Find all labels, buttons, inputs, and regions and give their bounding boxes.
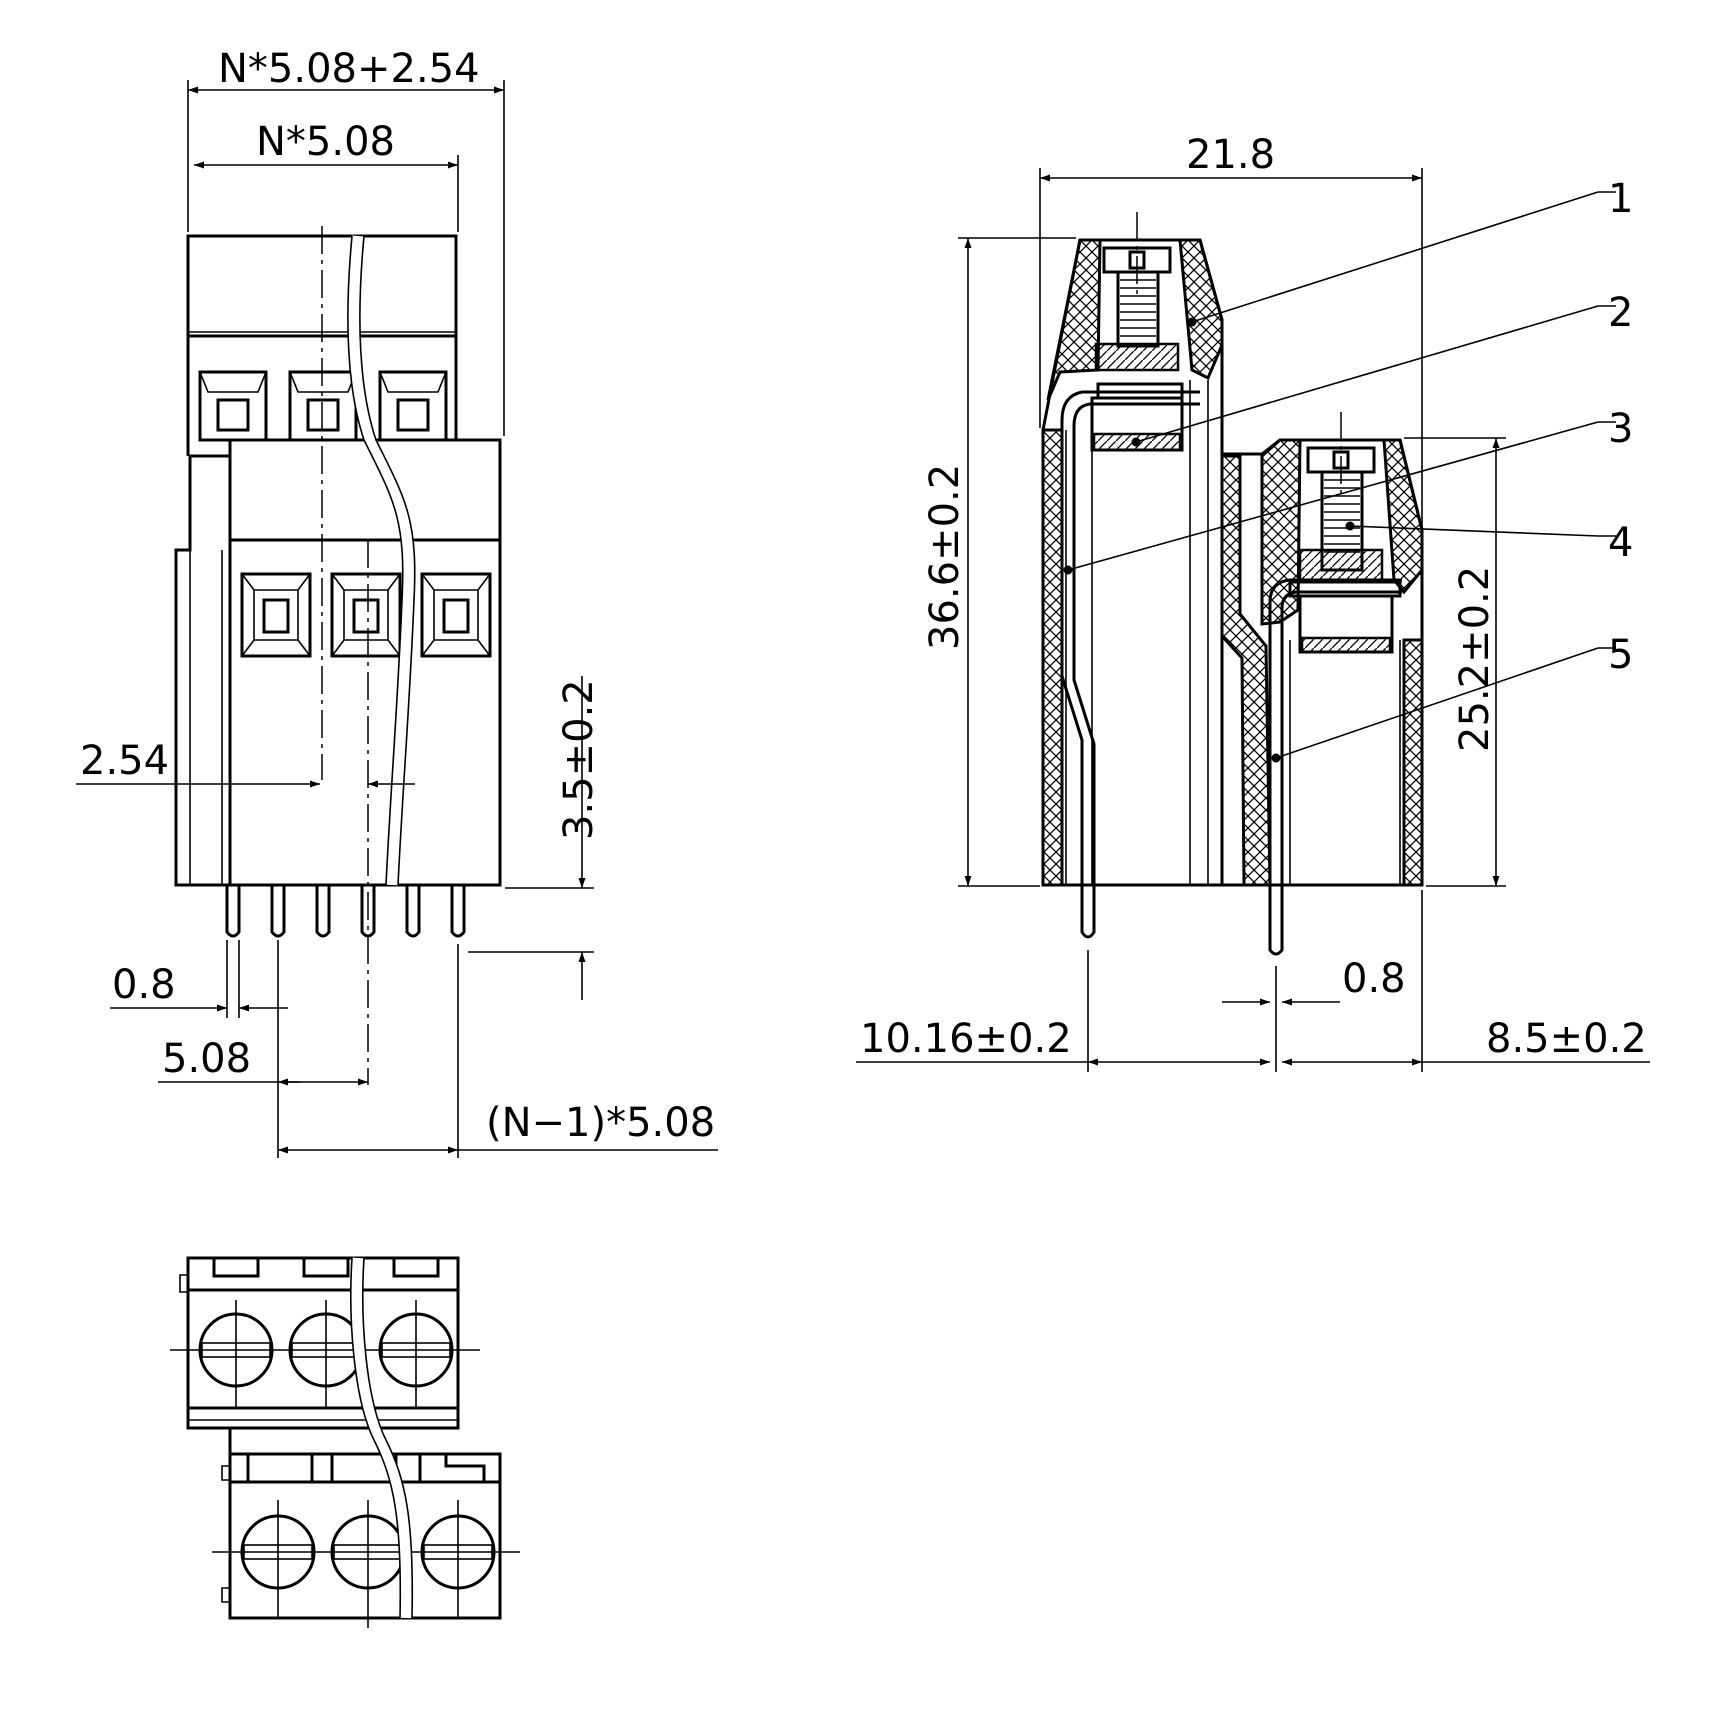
dim-pitch-width: N*5.08 — [256, 119, 395, 165]
callout-5: 5 — [1608, 632, 1633, 678]
dim-pin-offset-front: 10.16±0.2 — [860, 1016, 1072, 1062]
lower-wire-openings — [240, 572, 492, 658]
side-view: 21.8 36.6±0.2 25.2±0.2 10.16±0.2 8.5±0.2… — [856, 132, 1650, 1072]
tall-tier-front-wall — [1041, 428, 1064, 887]
callout-3: 3 — [1608, 406, 1633, 452]
dim-offset: 2.54 — [80, 738, 169, 784]
dim-pin-span: (N−1)*5.08 — [486, 1100, 715, 1146]
short-tier-top-right-wall — [1382, 438, 1424, 595]
tall-tier-top-right-wall — [1178, 238, 1224, 381]
dim-pin-offset-rear: 8.5±0.2 — [1486, 1016, 1647, 1062]
top-view — [170, 1256, 520, 1628]
callout-4: 4 — [1608, 520, 1633, 566]
dim-depth: 21.8 — [1186, 132, 1275, 178]
dim-pin-length: 3.5±0.2 — [556, 679, 602, 840]
callout-2: 2 — [1608, 290, 1633, 336]
dim-pin-size-side: 0.8 — [1342, 956, 1406, 1002]
front-view: N*5.08+2.54 N*5.08 2.54 3.5±0.2 0.8 5.08… — [76, 46, 718, 1158]
short-tier-rear-wall — [1402, 638, 1424, 887]
short-tier-top-left-wall — [1260, 438, 1302, 626]
callout-1: 1 — [1608, 176, 1633, 222]
short-screw — [1288, 446, 1402, 654]
front-pins — [225, 885, 466, 938]
upper-wire-openings — [198, 370, 448, 442]
dim-overall-width: N*5.08+2.54 — [218, 46, 480, 92]
dim-height-short: 25.2±0.2 — [1452, 566, 1498, 752]
dim-pin-size: 0.8 — [112, 962, 176, 1008]
dim-height-tall: 36.6±0.2 — [922, 464, 968, 650]
callout-leaders — [1063, 191, 1616, 763]
tall-tier-top-left-wall — [1046, 238, 1102, 401]
dim-pin-pitch: 5.08 — [162, 1036, 251, 1082]
